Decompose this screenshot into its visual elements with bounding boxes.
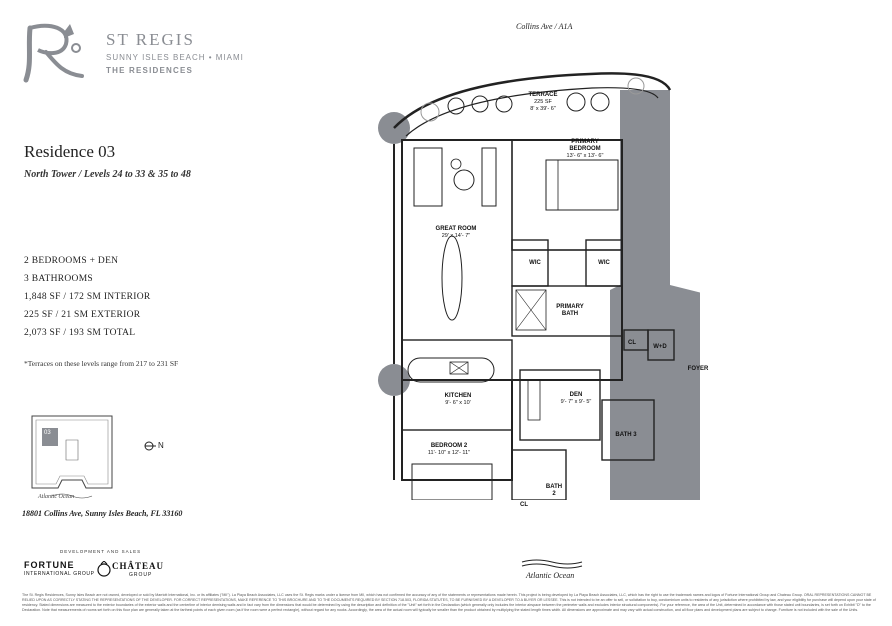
spec-interior: 1,848 SF / 172 SM INTERIOR [24, 292, 151, 302]
brand-name: ST REGIS [106, 30, 195, 49]
room-kitchen-name: KITCHEN [444, 393, 472, 399]
wave-icon [521, 559, 583, 569]
key-plan-diagram [31, 415, 113, 499]
chateau-crest-icon [97, 561, 111, 577]
development-sales-label: DEVELOPMENT AND SALES [60, 549, 142, 554]
legal-disclaimer: The St. Regis Residences, Sunny Isles Be… [22, 593, 876, 612]
residence-title: Residence 03 [24, 142, 116, 161]
room-foyer: FOYER [687, 366, 709, 372]
room-terrace-name: TERRACE [528, 92, 558, 98]
fortune-logo-text: FORTUNE [24, 560, 75, 570]
spec-exterior: 225 SF / 21 SM EXTERIOR [24, 310, 141, 320]
terrace-note: *Terraces on these levels range from 217… [24, 359, 179, 368]
st-regis-monogram-logo [23, 23, 84, 83]
chateau-logo-subtext: GROUP [129, 572, 153, 578]
room-wic-1: WIC [529, 260, 541, 266]
address: 18801 Collins Ave, Sunny Isles Beach, FL… [22, 509, 183, 518]
room-bath-2: BATH 2 [545, 484, 563, 497]
room-closet-2: CL [520, 502, 528, 508]
chateau-logo-text: CHÂTEAU [112, 561, 165, 571]
compass-north-label: N [158, 441, 164, 450]
north-compass-icon [144, 441, 156, 451]
room-kitchen-dims: 9'- 6" x 10' [445, 400, 471, 406]
room-den-dims: 9'- 7" x 9'- 5" [560, 399, 592, 405]
floor-plan [378, 72, 700, 500]
brand-residences: THE RESIDENCES [106, 66, 194, 75]
room-bedroom-2-name: BEDROOM 2 [430, 443, 468, 449]
key-plan-unit: 03 [44, 430, 51, 436]
spec-bathrooms: 3 BATHROOMS [24, 274, 94, 284]
room-wic-2: WIC [598, 260, 610, 266]
room-washer-dryer: W+D [653, 344, 667, 350]
room-den-name: DEN [569, 392, 583, 398]
room-terrace-size: 225 SF [534, 99, 552, 105]
key-plan-ocean-label: Atlantic Ocean [38, 494, 75, 500]
room-primary-bath: PRIMARY BATH [556, 304, 584, 317]
road-label: Collins Ave / A1A [516, 22, 573, 31]
room-terrace-dims: 8' x 39'- 6" [530, 106, 556, 112]
residence-subtitle: North Tower / Levels 24 to 33 & 35 to 48 [24, 169, 191, 180]
spec-total: 2,073 SF / 193 SM TOTAL [24, 328, 136, 338]
fortune-logo-subtext: INTERNATIONAL GROUP [24, 571, 95, 577]
room-bath-3: BATH 3 [615, 432, 637, 438]
room-closet-1: CL [628, 340, 636, 346]
room-primary-bedroom-dims: 13'- 6" x 13'- 6" [566, 153, 604, 159]
ocean-label: Atlantic Ocean [526, 571, 575, 580]
room-great-room-name: GREAT ROOM [435, 226, 477, 232]
room-bedroom-2-dims: 11'- 10" x 12'- 11" [427, 450, 471, 456]
room-primary-bedroom-name: PRIMARY BEDROOM [569, 139, 601, 152]
brand-subtitle: SUNNY ISLES BEACH • MIAMI [106, 53, 244, 62]
room-great-room-dims: 29' x 14'- 7" [441, 233, 471, 239]
spec-bedrooms: 2 BEDROOMS + DEN [24, 256, 119, 266]
